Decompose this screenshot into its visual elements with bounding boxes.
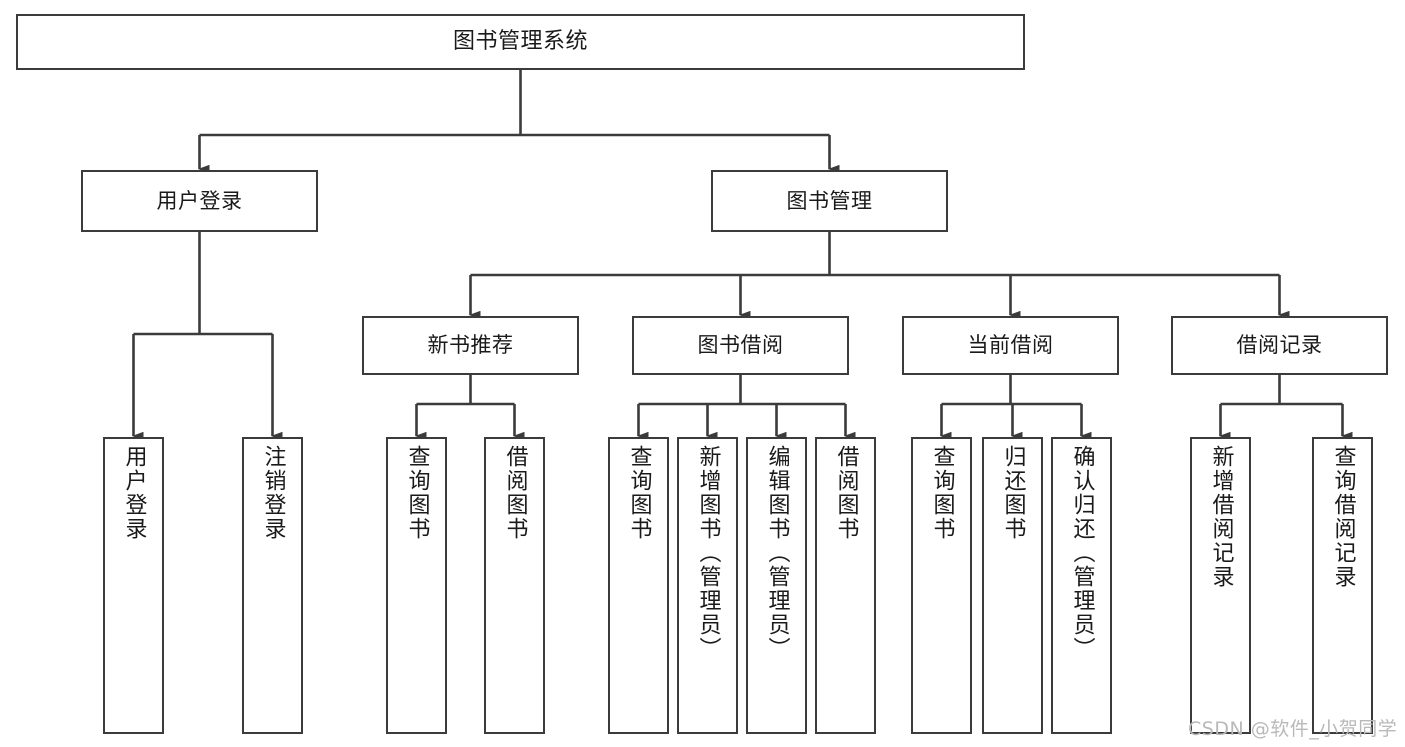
node-leaf-query-book-1-label: 查询图书	[404, 445, 430, 541]
node-new-book-rec-label: 新书推荐	[427, 333, 514, 358]
node-leaf-user-login[interactable]: 用户登录	[103, 437, 164, 734]
node-leaf-user-login-label: 用户登录	[121, 445, 147, 541]
node-leaf-borrow-book-2-label: 借阅图书	[833, 445, 859, 541]
node-current-borrow[interactable]: 当前借阅	[902, 316, 1119, 375]
node-leaf-query-record-label: 查询借阅记录	[1330, 445, 1356, 589]
node-new-book-rec[interactable]: 新书推荐	[362, 316, 579, 375]
node-leaf-logout-label: 注销登录	[260, 445, 286, 541]
node-user-login-label: 用户登录	[156, 188, 243, 213]
node-leaf-query-book-1[interactable]: 查询图书	[386, 437, 447, 734]
node-leaf-edit-book-label: 编辑图书（管理员）	[764, 445, 790, 661]
node-leaf-edit-book[interactable]: 编辑图书（管理员）	[746, 437, 807, 734]
node-leaf-query-record[interactable]: 查询借阅记录	[1312, 437, 1373, 734]
node-leaf-logout[interactable]: 注销登录	[242, 437, 303, 734]
node-book-borrow-label: 图书借阅	[697, 333, 784, 358]
node-leaf-return-book[interactable]: 归还图书	[982, 437, 1043, 734]
node-borrow-record[interactable]: 借阅记录	[1171, 316, 1388, 375]
node-leaf-add-book[interactable]: 新增图书（管理员）	[677, 437, 738, 734]
node-leaf-confirm-return[interactable]: 确认归还（管理员）	[1051, 437, 1112, 734]
node-leaf-add-record[interactable]: 新增借阅记录	[1190, 437, 1251, 734]
node-leaf-confirm-return-label: 确认归还（管理员）	[1069, 445, 1095, 661]
node-root-label: 图书管理系统	[452, 29, 588, 55]
node-borrow-record-label: 借阅记录	[1236, 333, 1323, 358]
node-book-manage[interactable]: 图书管理	[711, 170, 948, 232]
node-leaf-query-book-2[interactable]: 查询图书	[608, 437, 669, 734]
node-leaf-query-book-3-label: 查询图书	[929, 445, 955, 541]
node-leaf-borrow-book-2[interactable]: 借阅图书	[815, 437, 876, 734]
node-leaf-borrow-book-1[interactable]: 借阅图书	[484, 437, 545, 734]
node-root[interactable]: 图书管理系统	[16, 14, 1025, 70]
node-book-manage-label: 图书管理	[786, 188, 873, 213]
node-book-borrow[interactable]: 图书借阅	[632, 316, 849, 375]
node-leaf-add-book-label: 新增图书（管理员）	[695, 445, 721, 661]
node-leaf-query-book-3[interactable]: 查询图书	[911, 437, 972, 734]
node-leaf-return-book-label: 归还图书	[1000, 445, 1026, 541]
csdn-watermark: CSDN @软件_小贺同学	[1188, 718, 1398, 740]
node-user-login[interactable]: 用户登录	[81, 170, 318, 232]
node-leaf-add-record-label: 新增借阅记录	[1208, 445, 1234, 589]
node-current-borrow-label: 当前借阅	[967, 333, 1054, 358]
node-leaf-query-book-2-label: 查询图书	[626, 445, 652, 541]
node-leaf-borrow-book-1-label: 借阅图书	[502, 445, 528, 541]
